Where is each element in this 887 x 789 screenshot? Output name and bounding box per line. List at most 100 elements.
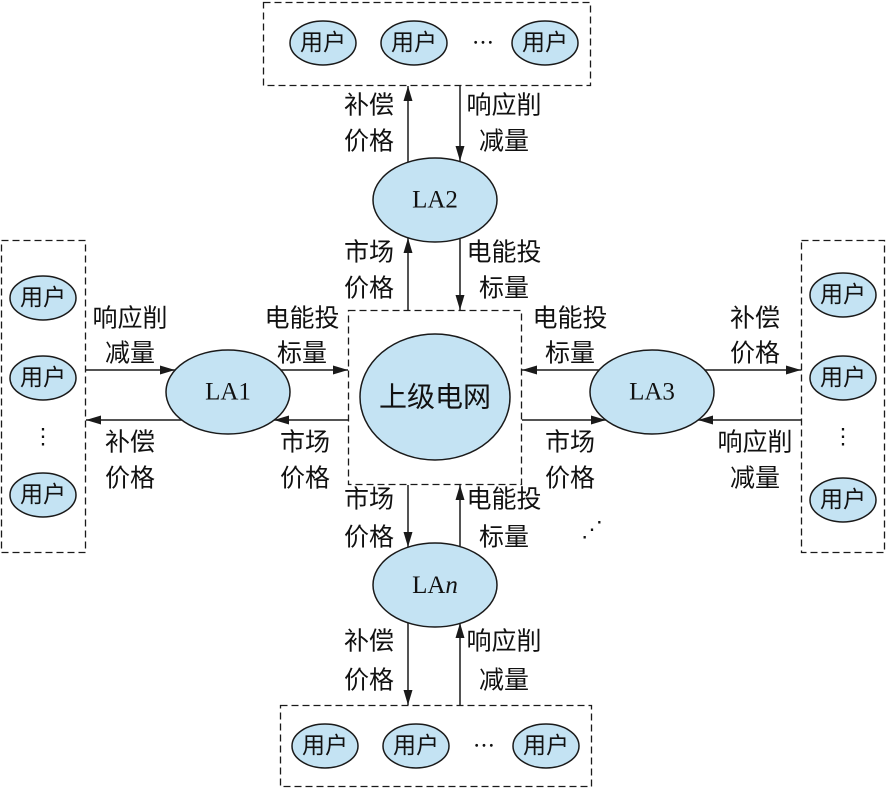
flow-label-line: 标量 bbox=[545, 339, 595, 368]
aggregator-la3-label: LA3 bbox=[629, 379, 675, 406]
user-ellipsis: … bbox=[473, 728, 495, 753]
user-ellipse bbox=[9, 355, 77, 401]
user-node: 用户 bbox=[511, 20, 579, 66]
user-ellipse bbox=[9, 472, 77, 518]
aggregator-la3-node bbox=[589, 349, 715, 435]
user-group-bottom-frame bbox=[279, 704, 593, 788]
flow-label-line: 电能投 bbox=[466, 485, 541, 514]
label-lan-to-users: 补偿 价格 bbox=[344, 627, 394, 695]
flow-label-line: 补偿 bbox=[105, 428, 155, 457]
flow-label-line: 市场 bbox=[280, 428, 330, 457]
user-group-top: 用户 用户 … 用户 bbox=[262, 1, 592, 87]
flow-label-line: 补偿 bbox=[344, 91, 394, 120]
user-group-top-frame bbox=[262, 1, 592, 87]
aggregator-la2-label: LA2 bbox=[412, 187, 458, 214]
user-label: 用户 bbox=[20, 365, 66, 391]
flow-label-line: 响应削 bbox=[717, 428, 792, 457]
user-ellipse bbox=[809, 355, 877, 401]
flow-label-line: 响应削 bbox=[92, 304, 167, 333]
user-group-left: 用户 用户 ⋮ 用户 bbox=[0, 239, 87, 554]
flow-label-line: 价格 bbox=[344, 274, 394, 303]
flow-label-line: 价格 bbox=[105, 464, 155, 493]
label-la3-to-grid: 电能投 标量 bbox=[532, 304, 607, 368]
user-ellipse bbox=[291, 723, 359, 769]
flow-label-line: 响应削 bbox=[466, 627, 541, 656]
aggregator-la2: LA2 bbox=[372, 157, 498, 243]
label-users-to-la2: 响应削 减量 bbox=[466, 91, 541, 156]
flow-label-line: 电能投 bbox=[466, 238, 541, 267]
user-group-right-frame bbox=[800, 239, 886, 554]
user-group-bottom: 用户 用户 … 用户 bbox=[279, 704, 593, 788]
flow-label-line: 补偿 bbox=[344, 627, 394, 656]
user-node: 用户 bbox=[382, 723, 450, 769]
label-lan-to-grid: 电能投 标量 bbox=[466, 485, 541, 552]
user-label: 用户 bbox=[300, 30, 346, 56]
flow-arrows bbox=[86, 86, 801, 705]
label-grid-to-la1: 市场 价格 bbox=[280, 428, 330, 493]
aggregator-lan: LAn bbox=[372, 542, 498, 628]
user-node: 用户 bbox=[809, 272, 877, 318]
flow-label-line: 补偿 bbox=[730, 304, 780, 333]
flow-label-line: 标量 bbox=[479, 274, 529, 303]
aggregator-la3: LA3 bbox=[589, 349, 715, 435]
flow-label-line: 价格 bbox=[344, 127, 394, 156]
aggregator-la1-node bbox=[165, 349, 291, 435]
user-node: 用户 bbox=[809, 355, 877, 401]
flow-label-line: 减量 bbox=[730, 464, 780, 493]
flow-label-line: 市场 bbox=[344, 485, 394, 514]
flow-label-line: 电能投 bbox=[264, 304, 339, 333]
flow-labels: 补偿 价格 响应削 减量 市场 价格 电能投 标量 响应削 减量 补偿 价格 电… bbox=[92, 91, 792, 695]
user-label: 用户 bbox=[20, 482, 66, 508]
label-la2-to-users: 补偿 价格 bbox=[344, 91, 394, 156]
user-node: 用户 bbox=[9, 355, 77, 401]
user-ellipse bbox=[809, 477, 877, 523]
user-node: 用户 bbox=[289, 20, 357, 66]
flow-label-line: 价格 bbox=[730, 339, 780, 368]
label-users-to-lan: 响应削 减量 bbox=[466, 627, 541, 695]
user-ellipse bbox=[289, 20, 357, 66]
user-ellipsis: ⋮ bbox=[32, 425, 54, 450]
flow-label-line: 价格 bbox=[280, 464, 330, 493]
flow-label-line: 价格 bbox=[344, 666, 394, 695]
user-ellipse bbox=[382, 723, 450, 769]
user-label: 用户 bbox=[820, 282, 866, 308]
user-label: 用户 bbox=[393, 733, 439, 759]
user-ellipse bbox=[380, 20, 448, 66]
aggregator-la1-label: LA1 bbox=[205, 379, 251, 406]
upper-grid: 上级电网 bbox=[347, 309, 523, 486]
user-node: 用户 bbox=[291, 723, 359, 769]
aggregator-la2-node bbox=[372, 157, 498, 243]
label-users-to-la3: 响应削 减量 bbox=[717, 428, 792, 493]
label-la2-to-grid: 电能投 标量 bbox=[466, 238, 541, 303]
user-label: 用户 bbox=[523, 733, 569, 759]
upper-grid-label: 上级电网 bbox=[379, 381, 491, 414]
upper-grid-frame bbox=[347, 309, 523, 486]
aggregator-la1: LA1 bbox=[165, 349, 291, 435]
label-la1-to-grid: 电能投 标量 bbox=[264, 304, 339, 368]
user-ellipse bbox=[512, 723, 580, 769]
user-ellipsis: ⋮ bbox=[832, 425, 854, 450]
flow-label-line: 减量 bbox=[479, 666, 529, 695]
user-label: 用户 bbox=[20, 285, 66, 311]
flow-label-line: 市场 bbox=[344, 238, 394, 267]
user-node: 用户 bbox=[9, 275, 77, 321]
aggregator-lan-index: n bbox=[445, 572, 458, 599]
label-users-to-la1: 响应削 减量 bbox=[92, 304, 167, 368]
aggregator-lan-node bbox=[372, 542, 498, 628]
user-label: 用户 bbox=[820, 365, 866, 391]
aggregator-lan-prefix: LA bbox=[412, 572, 445, 599]
user-label: 用户 bbox=[820, 487, 866, 513]
flow-label-line: 响应削 bbox=[466, 91, 541, 120]
upper-grid-node bbox=[359, 333, 511, 461]
user-node: 用户 bbox=[512, 723, 580, 769]
label-grid-to-la2: 市场 价格 bbox=[344, 238, 394, 303]
user-label: 用户 bbox=[391, 30, 437, 56]
user-label: 用户 bbox=[522, 30, 568, 56]
user-label: 用户 bbox=[302, 733, 348, 759]
user-ellipse bbox=[9, 275, 77, 321]
user-ellipsis: … bbox=[472, 25, 494, 50]
flow-label-line: 市场 bbox=[545, 428, 595, 457]
flow-label-line: 价格 bbox=[344, 523, 394, 552]
user-ellipse bbox=[809, 272, 877, 318]
